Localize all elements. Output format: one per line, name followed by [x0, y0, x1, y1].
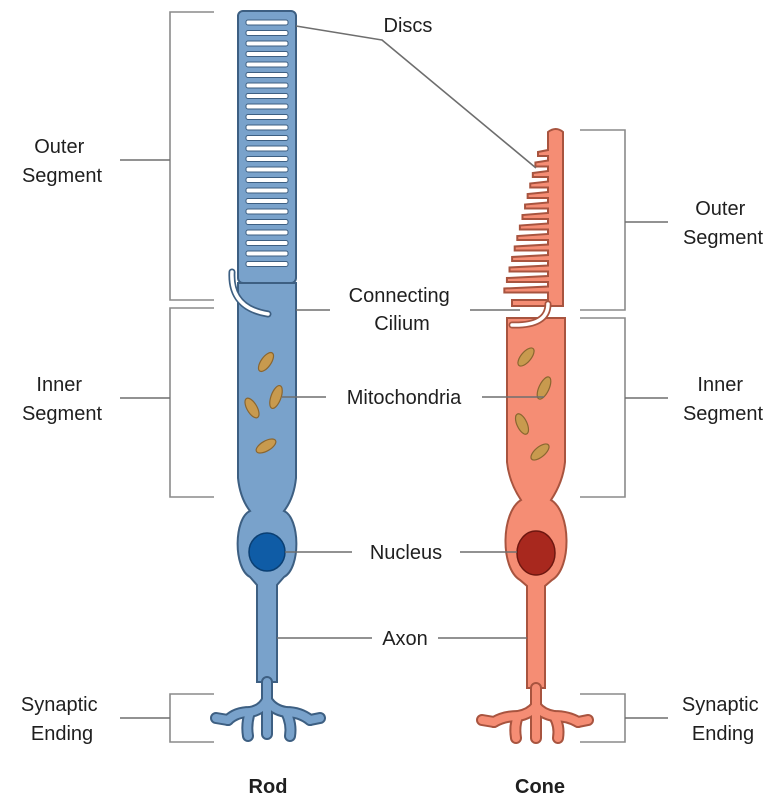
- bracket-rod-inner-segment: [170, 308, 214, 497]
- rod-synaptic-ending: [216, 682, 320, 736]
- right-outer-segment-label: Outer Segment: [683, 198, 763, 249]
- bracket-rod-outer-segment: [170, 12, 214, 300]
- rod-disc: [246, 52, 288, 57]
- rod-disc: [246, 20, 288, 25]
- connecting-cilium-label: Connecting Cilium: [349, 285, 456, 335]
- left-brackets: [120, 12, 214, 742]
- rod-nucleus: [249, 533, 285, 571]
- rod-disc: [246, 199, 288, 204]
- rod-disc: [246, 251, 288, 256]
- rod-disc: [246, 62, 288, 67]
- axon-label: Axon: [382, 628, 428, 650]
- right-inner-segment-label: Inner Segment: [683, 374, 763, 425]
- rod-disc: [246, 73, 288, 78]
- rod-disc: [246, 83, 288, 88]
- rod-disc: [246, 31, 288, 36]
- rod-disc: [246, 157, 288, 162]
- rod-disc: [246, 209, 288, 214]
- left-inner-segment-label: Inner Segment: [22, 374, 102, 425]
- rod-disc: [246, 220, 288, 225]
- mitochondria-label: Mitochondria: [347, 387, 462, 409]
- cone-outer-segment: [504, 129, 563, 306]
- bracket-cone-outer-segment: [580, 130, 625, 310]
- rod-disc: [246, 115, 288, 120]
- rod-disc: [246, 178, 288, 183]
- cone-inner-segment: [505, 318, 566, 688]
- rod-disc: [246, 230, 288, 235]
- bracket-rod-synaptic-ending: [170, 694, 214, 742]
- rod-disc: [246, 94, 288, 99]
- rod-disc: [246, 188, 288, 193]
- bracket-cone-inner-segment: [580, 318, 625, 497]
- rod-disc: [246, 146, 288, 151]
- cone-title: Cone: [515, 776, 565, 798]
- left-outer-segment-label: Outer Segment: [22, 136, 102, 187]
- rod-disc: [246, 262, 288, 267]
- rod-disc: [246, 125, 288, 130]
- rod-inner-segment: [238, 283, 297, 682]
- cone-synaptic-ending: [482, 688, 588, 738]
- nucleus-label: Nucleus: [370, 542, 442, 564]
- right-synaptic-ending-label: Synaptic Ending: [682, 694, 764, 745]
- rod-title: Rod: [249, 776, 288, 798]
- right-brackets: [580, 130, 668, 742]
- left-synaptic-ending-label: Synaptic Ending: [21, 694, 103, 745]
- rod-disc: [246, 241, 288, 246]
- rod-disc: [246, 136, 288, 141]
- cone-nucleus: [517, 531, 555, 575]
- rod-disc: [246, 167, 288, 172]
- rod-disc: [246, 104, 288, 109]
- cone-cell: [482, 129, 588, 738]
- discs-label: Discs: [384, 15, 433, 37]
- rod-cell: [216, 11, 320, 736]
- rod-disc: [246, 41, 288, 46]
